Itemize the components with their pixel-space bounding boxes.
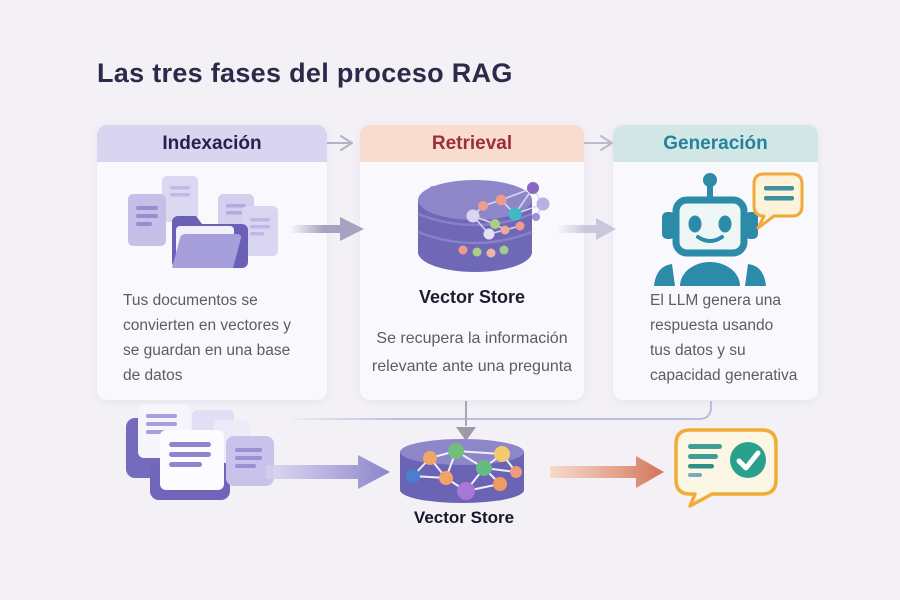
- vector-store-label: Vector Store: [413, 508, 515, 527]
- phase-card-retrieval: Retrieval Vector Store Se recupera la in…: [360, 125, 584, 400]
- documents-stack-icon: [126, 404, 274, 500]
- phase-description-generacion: El LLM genera una respuesta usando tus d…: [650, 292, 798, 384]
- flow-arrow-retrieval-to-generation-icon: [556, 218, 616, 240]
- page-title: Las tres fases del proceso RAG: [97, 58, 513, 88]
- documents-folder-icon: [128, 176, 278, 268]
- phase-header-retrieval: Retrieval: [360, 125, 584, 162]
- phase-description-retrieval: Se recupera la información relevante ant…: [371, 330, 573, 375]
- vector-store-db-icon: [417, 180, 550, 272]
- phase-label-generacion: Generación: [663, 132, 768, 154]
- vector-store-graph-icon: [400, 439, 524, 503]
- phase-header-generacion: Generación: [613, 125, 818, 162]
- robot-chat-icon: [654, 172, 804, 286]
- phase-label-indexacion: Indexación: [162, 132, 262, 154]
- phase-label-retrieval: Retrieval: [431, 132, 513, 154]
- flow-arrow-docs-to-store-icon: [266, 455, 390, 489]
- vector-store-caption: Vector Store: [418, 287, 526, 307]
- flow-arrow-index-to-retrieval-icon: [290, 217, 364, 241]
- phase-header-indexacion: Indexación: [97, 125, 327, 162]
- flow-arrow-store-to-answer-icon: [550, 456, 664, 488]
- phase-description-indexacion: Tus documentos se convierten en vectores…: [123, 292, 292, 384]
- answer-check-bubble-icon: [674, 428, 778, 508]
